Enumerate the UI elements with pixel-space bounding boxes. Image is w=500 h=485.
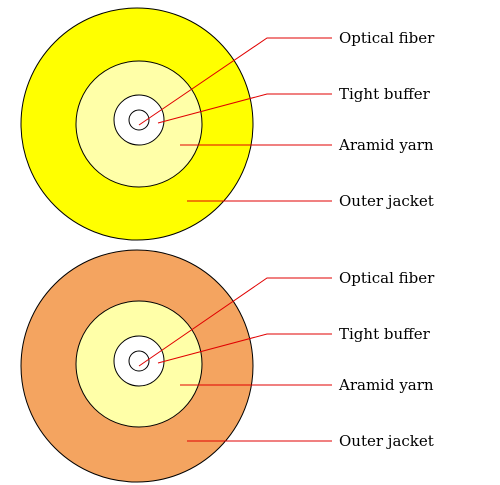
- label-tight-buffer: Tight buffer: [339, 85, 431, 103]
- label-aramid-yarn: Aramid yarn: [338, 376, 434, 394]
- optical-fiber-core: [128, 109, 150, 131]
- cable-cross-section-bottom: Optical fiber Tight buffer Aramid yarn O…: [20, 249, 435, 483]
- optical-fiber-core: [128, 350, 150, 372]
- leader-line-optical-fiber: [138, 37, 332, 126]
- label-optical-fiber: Optical fiber: [339, 29, 435, 47]
- label-optical-fiber: Optical fiber: [339, 269, 435, 287]
- label-outer-jacket: Outer jacket: [339, 192, 434, 210]
- label-tight-buffer: Tight buffer: [339, 325, 431, 343]
- cable-cross-section-top: Optical fiber Tight buffer Aramid yarn O…: [20, 7, 435, 241]
- label-aramid-yarn: Aramid yarn: [338, 136, 434, 154]
- leader-line-optical-fiber: [138, 277, 332, 367]
- leader-line-tight-buffer: [157, 333, 332, 364]
- label-outer-jacket: Outer jacket: [339, 432, 434, 450]
- leader-line-tight-buffer: [157, 93, 332, 124]
